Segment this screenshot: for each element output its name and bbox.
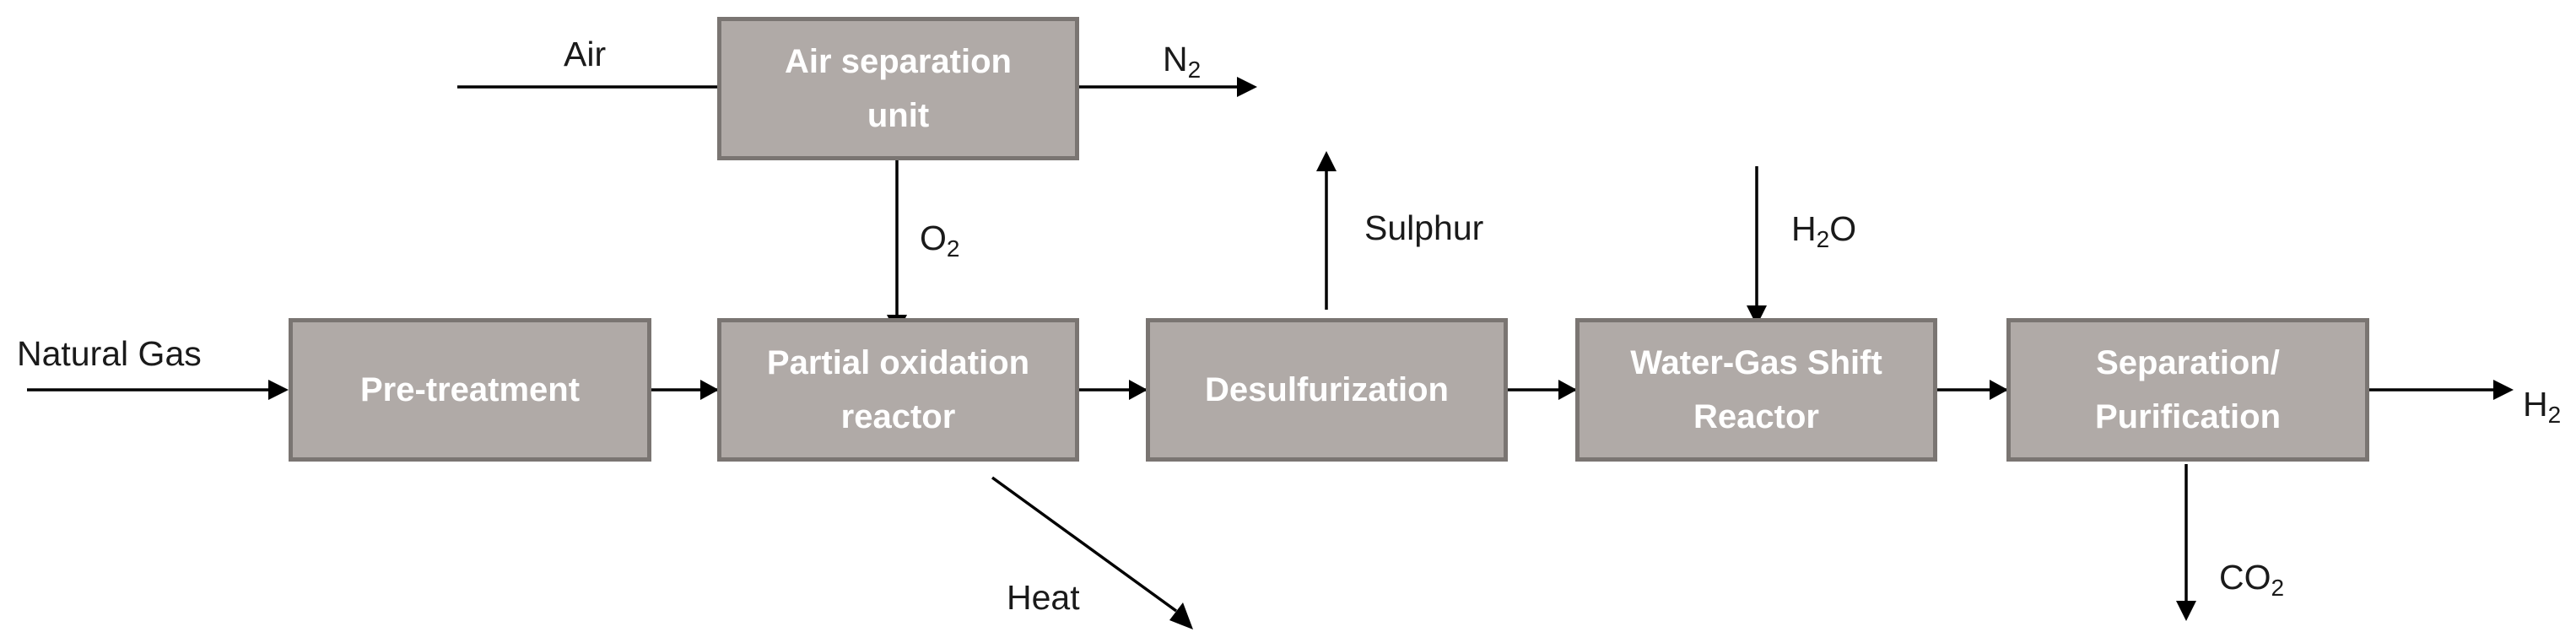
o2-label: O2 [920,219,960,262]
arrowhead-wgs-to-sep [1990,380,2008,400]
air-label: Air [564,35,607,73]
arrowhead-natural-gas [268,380,289,400]
partial-oxidation-reactor-label: Partial oxidation reactor [766,344,1030,435]
arrowhead-sulphur [1316,151,1337,171]
water-gas-shift-reactor-box: Water-Gas Shift Reactor [1575,318,1937,462]
separation-purification-box: Separation/ Purification [2006,318,2369,462]
pretreatment-label: Pre-treatment [359,371,581,408]
air-separation-unit-box: Air separation unit [717,17,1079,160]
arrowhead-heat [1169,602,1193,629]
heat-label: Heat [1007,578,1080,617]
arrowhead-co2 [2176,601,2196,621]
arrowhead-pox-to-desulf [1129,380,1148,400]
arrowhead-n2 [1237,77,1257,97]
h2-label: H2 [2523,385,2562,428]
n2-label: N2 [1163,40,1202,83]
arrowhead-desulf-to-wgs [1558,380,1577,400]
arrow-heat-out [991,476,1178,613]
sulphur-label: Sulphur [1364,208,1484,247]
partial-oxidation-reactor-box: Partial oxidation reactor [717,318,1079,462]
separation-purification-label: Separation/ Purification [2094,344,2282,435]
co2-label: CO2 [2219,558,2285,601]
natural-gas-label: Natural Gas [17,334,202,373]
arrowhead-h2o [1747,305,1767,326]
arrowhead-h2 [2493,380,2514,400]
desulfurization-box: Desulfurization [1146,318,1508,462]
desulfurization-label: Desulfurization [1205,371,1449,408]
water-gas-shift-reactor-label: Water-Gas Shift Reactor [1630,344,1882,435]
pretreatment-box: Pre-treatment [289,318,651,462]
air-separation-unit-label: Air separation unit [785,43,1012,134]
arrowhead-pretreatment-to-pox [700,380,719,400]
h2o-label: H2O [1791,209,1857,252]
